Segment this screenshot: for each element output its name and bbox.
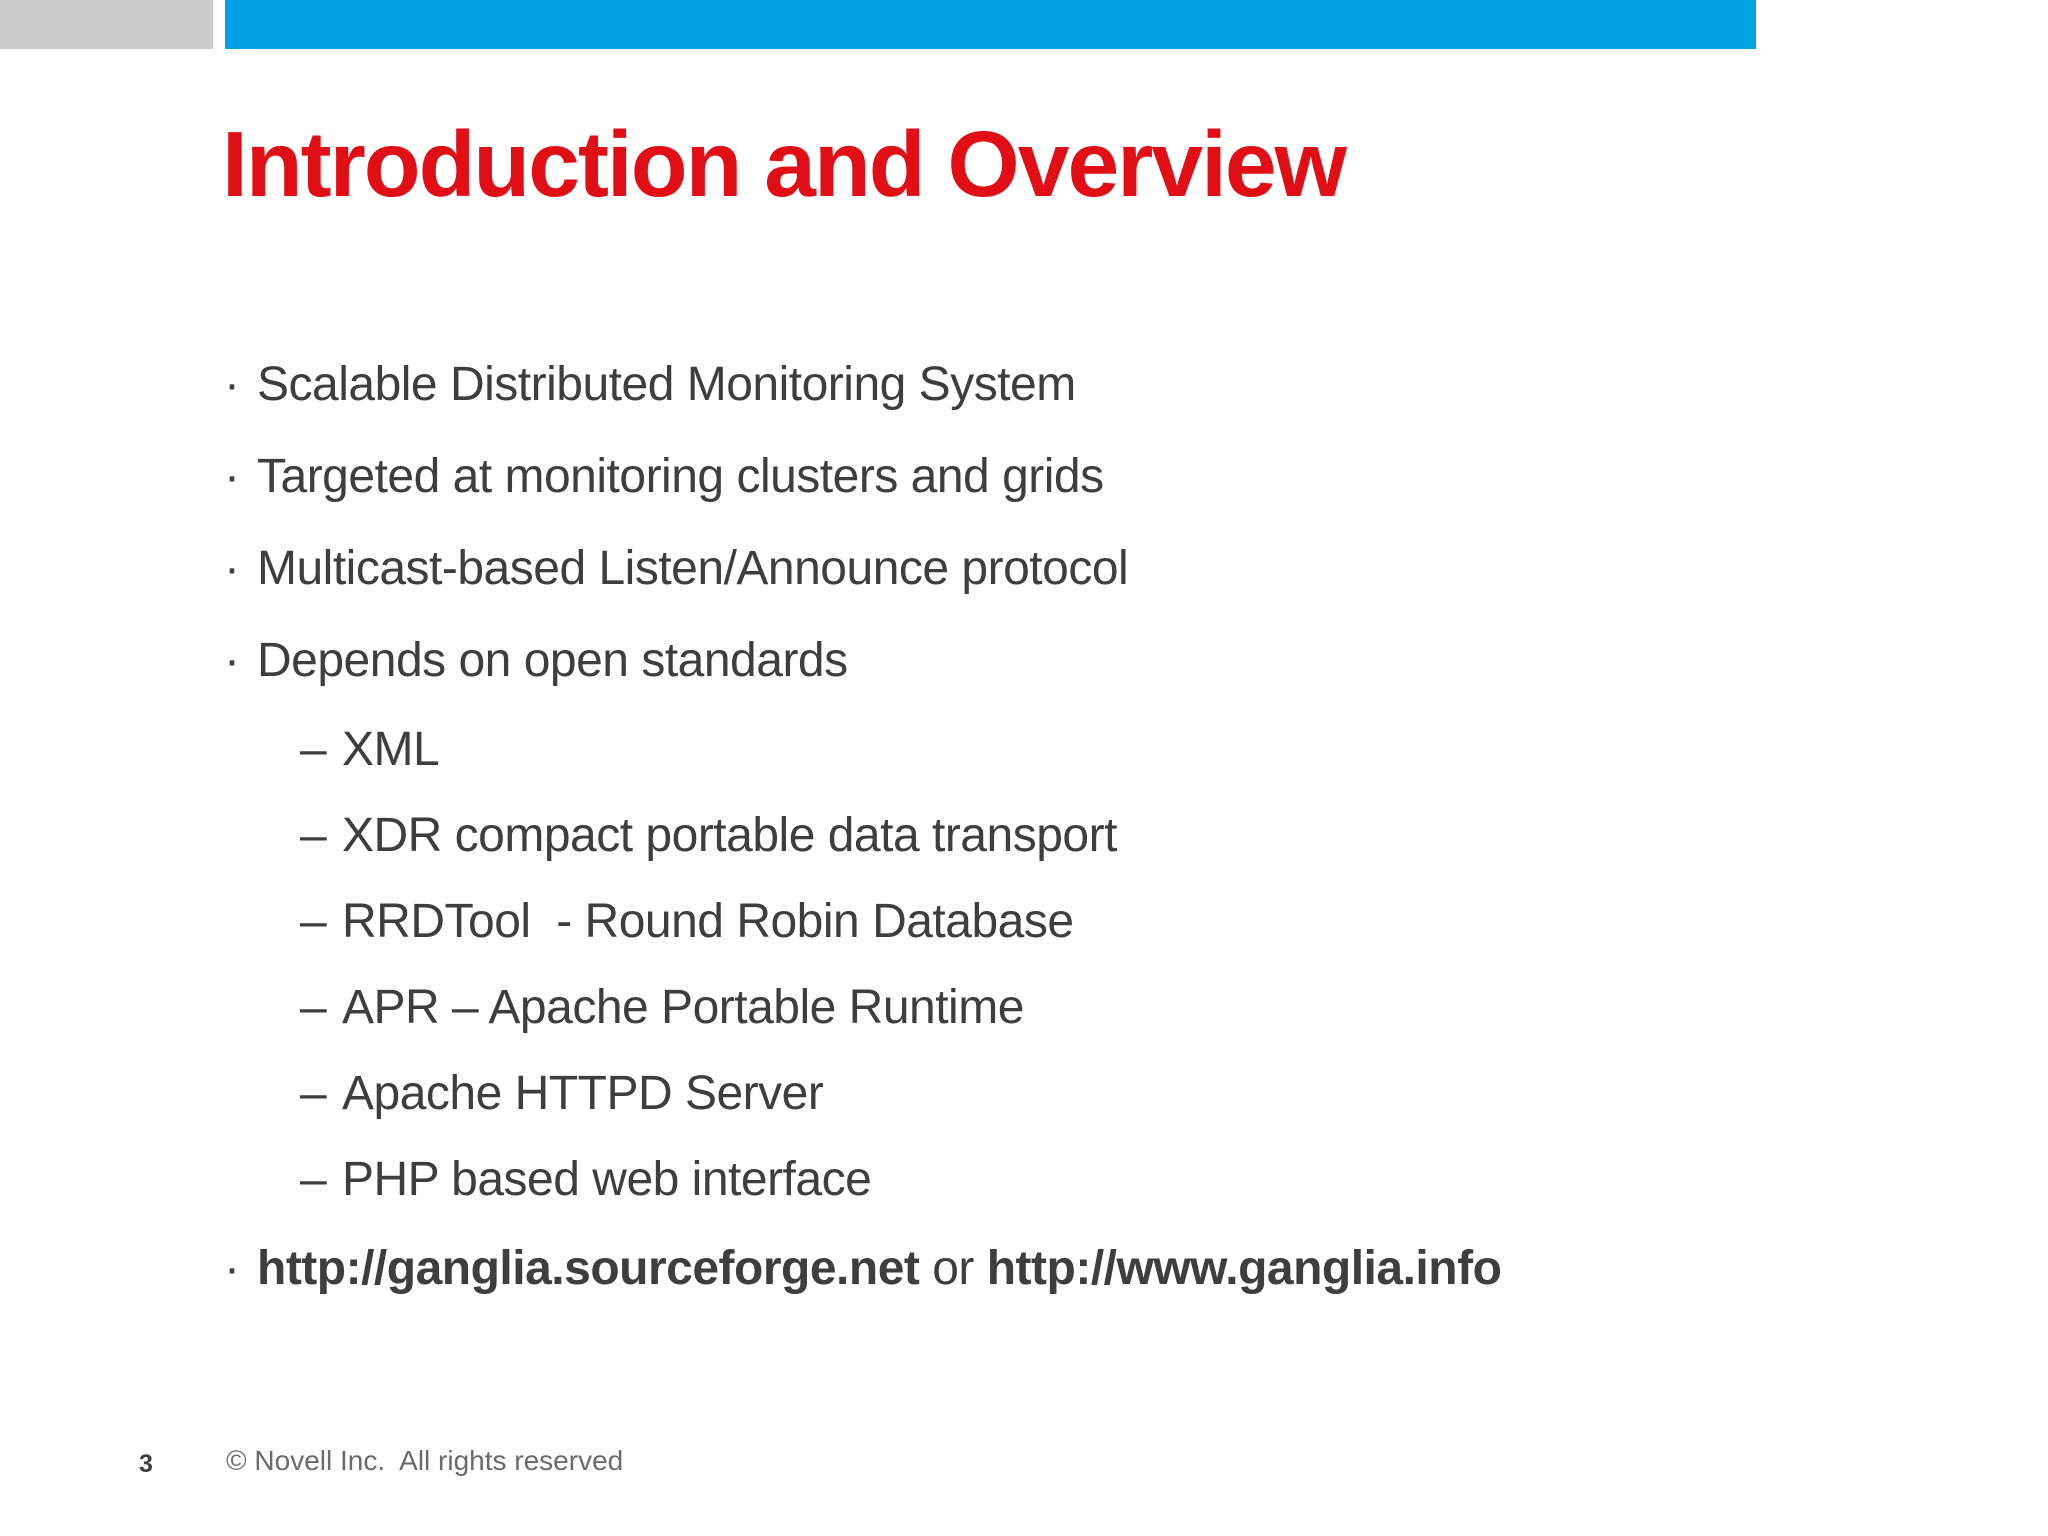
bullet-dash-marker: – [300,981,327,1034]
url-link[interactable]: http://ganglia.sourceforge.net [257,1242,920,1295]
bullet-item: · Targeted at monitoring clusters and gri… [0,431,2048,523]
bullet-dash-marker: – [300,1153,327,1206]
bullet-dot-marker: · [224,542,240,595]
url-link[interactable]: http://www.ganglia.info [986,1242,1502,1295]
bullet-item: · http://ganglia.sourceforge.net or http:… [0,1223,2048,1315]
sub-bullet-item: –APR – Apache Portable Runtime [0,965,2048,1051]
bullet-text: Multicast-based Listen/Announce protocol [257,542,1129,595]
header-gray-block [0,0,213,49]
sub-bullet-item: –XDR compact portable data transport [0,793,2048,879]
bullet-text: Depends on open standards [257,634,848,687]
bullet-text: Apache HTTPD Server [342,1067,824,1120]
page-number: 3 [139,1450,153,1478]
bullet-dot-marker: · [224,358,240,411]
bullet-dot-marker: · [224,1242,240,1295]
sub-bullet-item: –RRDTool - Round Robin Database [0,879,2048,965]
bullet-text: http://ganglia.sourceforge.net or http:/… [257,1223,1502,1315]
slide-title: Introduction and Overview [222,112,1347,216]
sub-bullet-item: –XML [0,707,2048,793]
bullet-text: Scalable Distributed Monitoring System [257,358,1076,411]
bullet-text: XDR compact portable data transport [342,809,1117,862]
bullet-text-segment: or [919,1242,987,1295]
bullet-dash-marker: – [300,1067,327,1120]
bullet-text: RRDTool - Round Robin Database [342,895,1074,948]
bullet-text: APR – Apache Portable Runtime [342,981,1024,1034]
bullet-item: · Scalable Distributed Monitoring System [0,339,2048,431]
bullet-item: · Multicast-based Listen/Announce protoco… [0,523,2048,615]
bullet-dash-marker: – [300,723,327,776]
bullet-dash-marker: – [300,809,327,862]
sub-bullet-item: –Apache HTTPD Server [0,1051,2048,1137]
sub-bullet-item: –PHP based web interface [0,1137,2048,1223]
bullet-text: PHP based web interface [342,1153,872,1206]
copyright-notice: © Novell Inc. All rights reserved [226,1445,624,1476]
bullet-dash-marker: – [300,895,327,948]
bullet-dot-marker: · [224,450,240,503]
bullet-text: Targeted at monitoring clusters and grid… [257,450,1104,503]
bullet-text: XML [342,723,440,776]
bullet-list: ·Scalable Distributed Monitoring System·… [0,339,2048,1315]
bullet-dot-marker: · [224,634,240,687]
header-blue-bar [225,0,1756,49]
bullet-item: · Depends on open standards [0,615,2048,707]
